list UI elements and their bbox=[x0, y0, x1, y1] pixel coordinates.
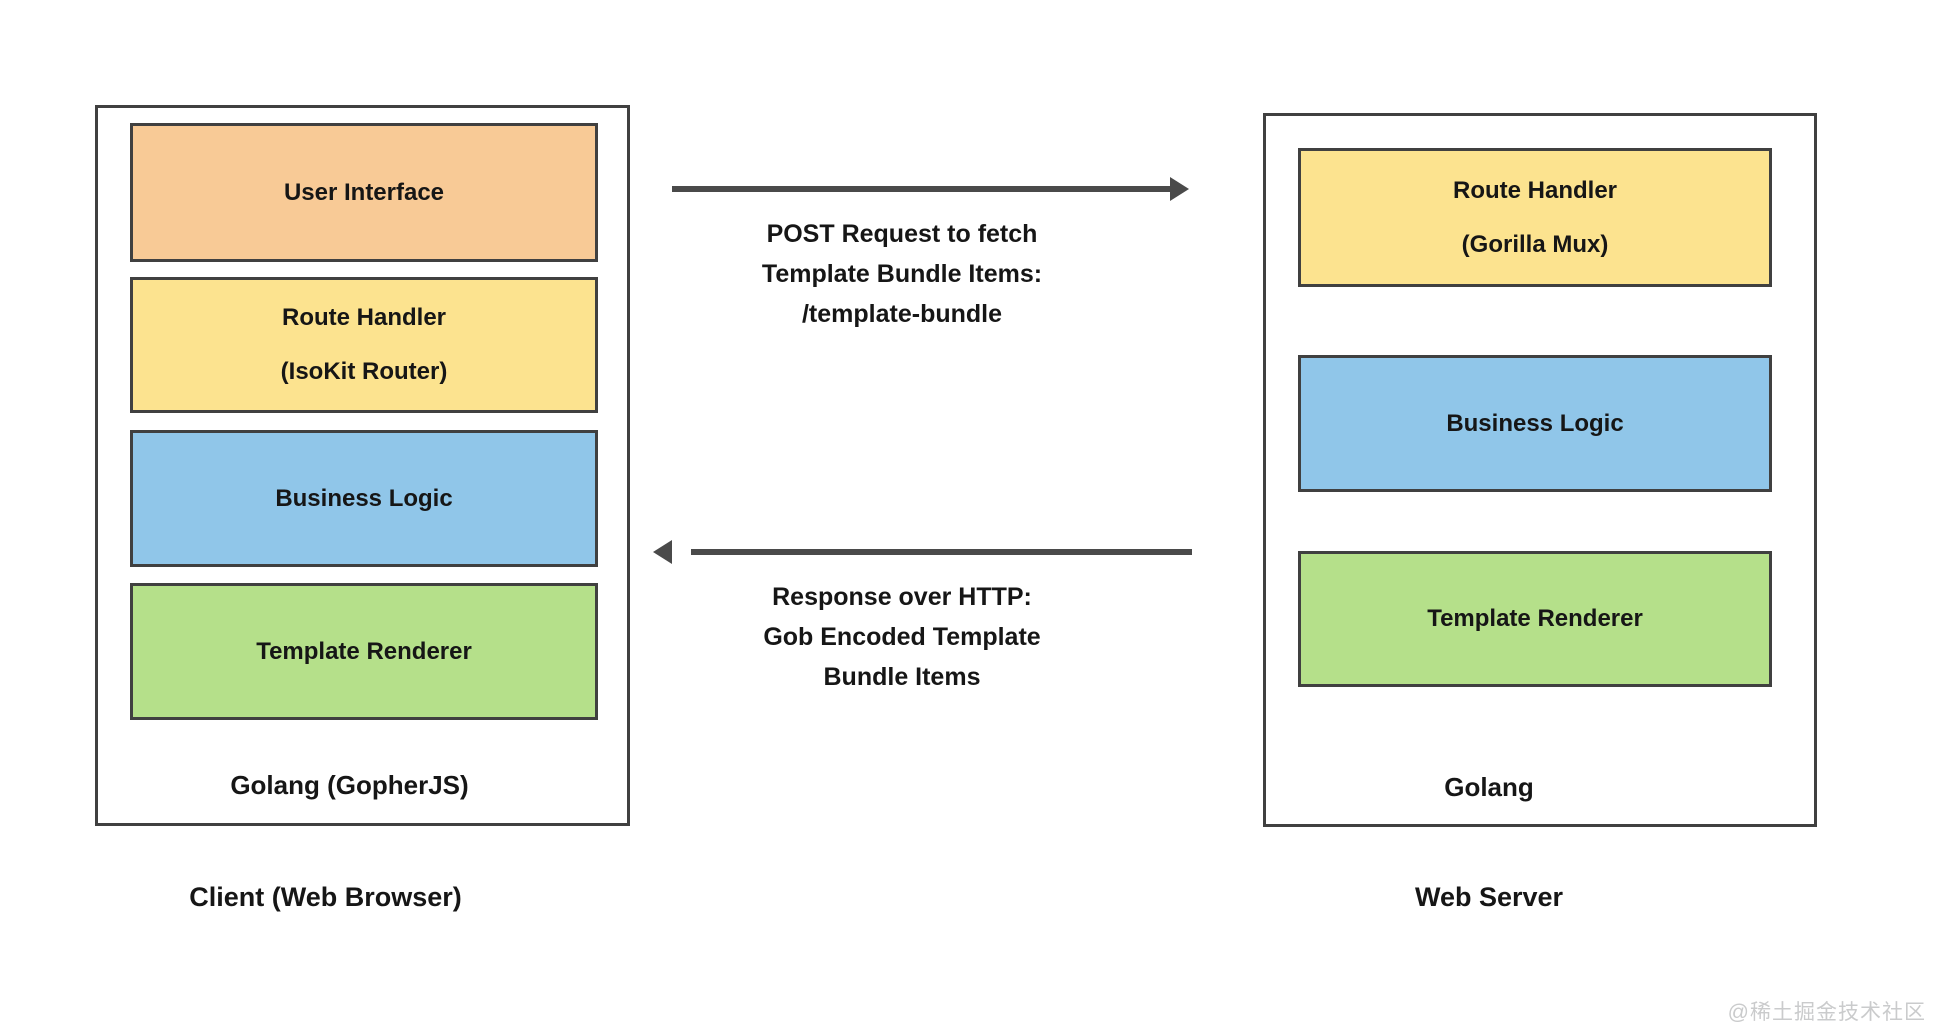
client-business-logic-label: Business Logic bbox=[275, 484, 453, 512]
client-panel: User Interface Route Handler (IsoKit Rou… bbox=[95, 105, 630, 826]
client-route-handler-label: Route Handler bbox=[281, 304, 446, 332]
response-arrow-label: Response over HTTP: Gob Encoded Template… bbox=[622, 577, 1182, 697]
request-arrow-label-line2: Template Bundle Items: bbox=[761, 260, 1043, 288]
client-route-handler-sublabel: (IsoKit Router) bbox=[280, 358, 448, 385]
request-arrow-label-line3: /template-bundle bbox=[801, 300, 1002, 328]
client-user-interface-label: User Interface bbox=[283, 178, 445, 206]
server-route-handler-label: Route Handler bbox=[1452, 176, 1617, 204]
client-template-renderer-label: Template Renderer bbox=[256, 637, 472, 665]
response-arrow-label-line3: Bundle Items bbox=[823, 663, 981, 691]
client-platform-label: Golang (GopherJS) bbox=[230, 770, 469, 800]
server-business-logic-box: Business Logic bbox=[1298, 355, 1772, 492]
request-arrow-label-line1: POST Request to fetch bbox=[766, 220, 1038, 248]
response-arrow-line bbox=[691, 549, 1192, 555]
request-arrow-label: POST Request to fetch Template Bundle It… bbox=[622, 214, 1182, 334]
client-template-renderer-box: Template Renderer bbox=[130, 583, 598, 720]
server-template-renderer-label: Template Renderer bbox=[1427, 605, 1643, 633]
request-arrow-line bbox=[672, 186, 1170, 192]
server-platform-label: Golang bbox=[1444, 772, 1534, 802]
server-route-handler-box: Route Handler (Gorilla Mux) bbox=[1298, 148, 1772, 287]
server-route-handler-sublabel: (Gorilla Mux) bbox=[1461, 230, 1609, 258]
response-arrow-label-line2: Gob Encoded Template bbox=[763, 623, 1041, 651]
client-business-logic-box: Business Logic bbox=[130, 430, 598, 567]
watermark: @稀土掘金技术社区 bbox=[1727, 1001, 1926, 1024]
server-template-renderer-box: Template Renderer bbox=[1298, 551, 1772, 687]
server-business-logic-label: Business Logic bbox=[1446, 409, 1624, 437]
response-arrow-label-line1: Response over HTTP: bbox=[772, 583, 1032, 611]
response-arrowhead-icon bbox=[653, 540, 672, 564]
client-route-handler-box: Route Handler (IsoKit Router) bbox=[130, 277, 598, 413]
client-caption: Client (Web Browser) bbox=[189, 882, 462, 912]
client-user-interface-box: User Interface bbox=[130, 123, 598, 262]
server-panel: Route Handler (Gorilla Mux) Business Log… bbox=[1263, 113, 1817, 827]
request-arrowhead-icon bbox=[1170, 177, 1189, 201]
server-caption: Web Server bbox=[1414, 882, 1564, 912]
